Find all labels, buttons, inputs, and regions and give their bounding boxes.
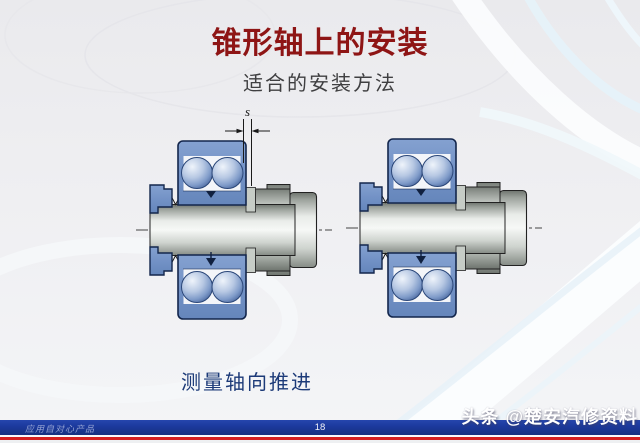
page-number: 18 xyxy=(314,422,326,433)
diagram-caption: 测量轴向推进 xyxy=(181,372,313,394)
dimension-s-label: s xyxy=(245,104,250,119)
footer-white-divider xyxy=(0,435,640,437)
bottom-edge-strip xyxy=(0,440,640,443)
footer-bar xyxy=(0,420,640,435)
dimension-s-marker: s xyxy=(225,104,270,186)
slide-title: 锥形轴上的安装 xyxy=(211,27,429,60)
bearing-figure-left: s xyxy=(135,104,333,320)
slide-subtitle: 适合的安装方法 xyxy=(243,73,397,95)
bearing-figure-right xyxy=(345,138,543,318)
watermark-text: 头条 @楚安汽修资料 xyxy=(461,407,638,427)
footer-left-text: 应用自对心产品 xyxy=(25,424,96,434)
footer-red-divider xyxy=(0,437,640,440)
